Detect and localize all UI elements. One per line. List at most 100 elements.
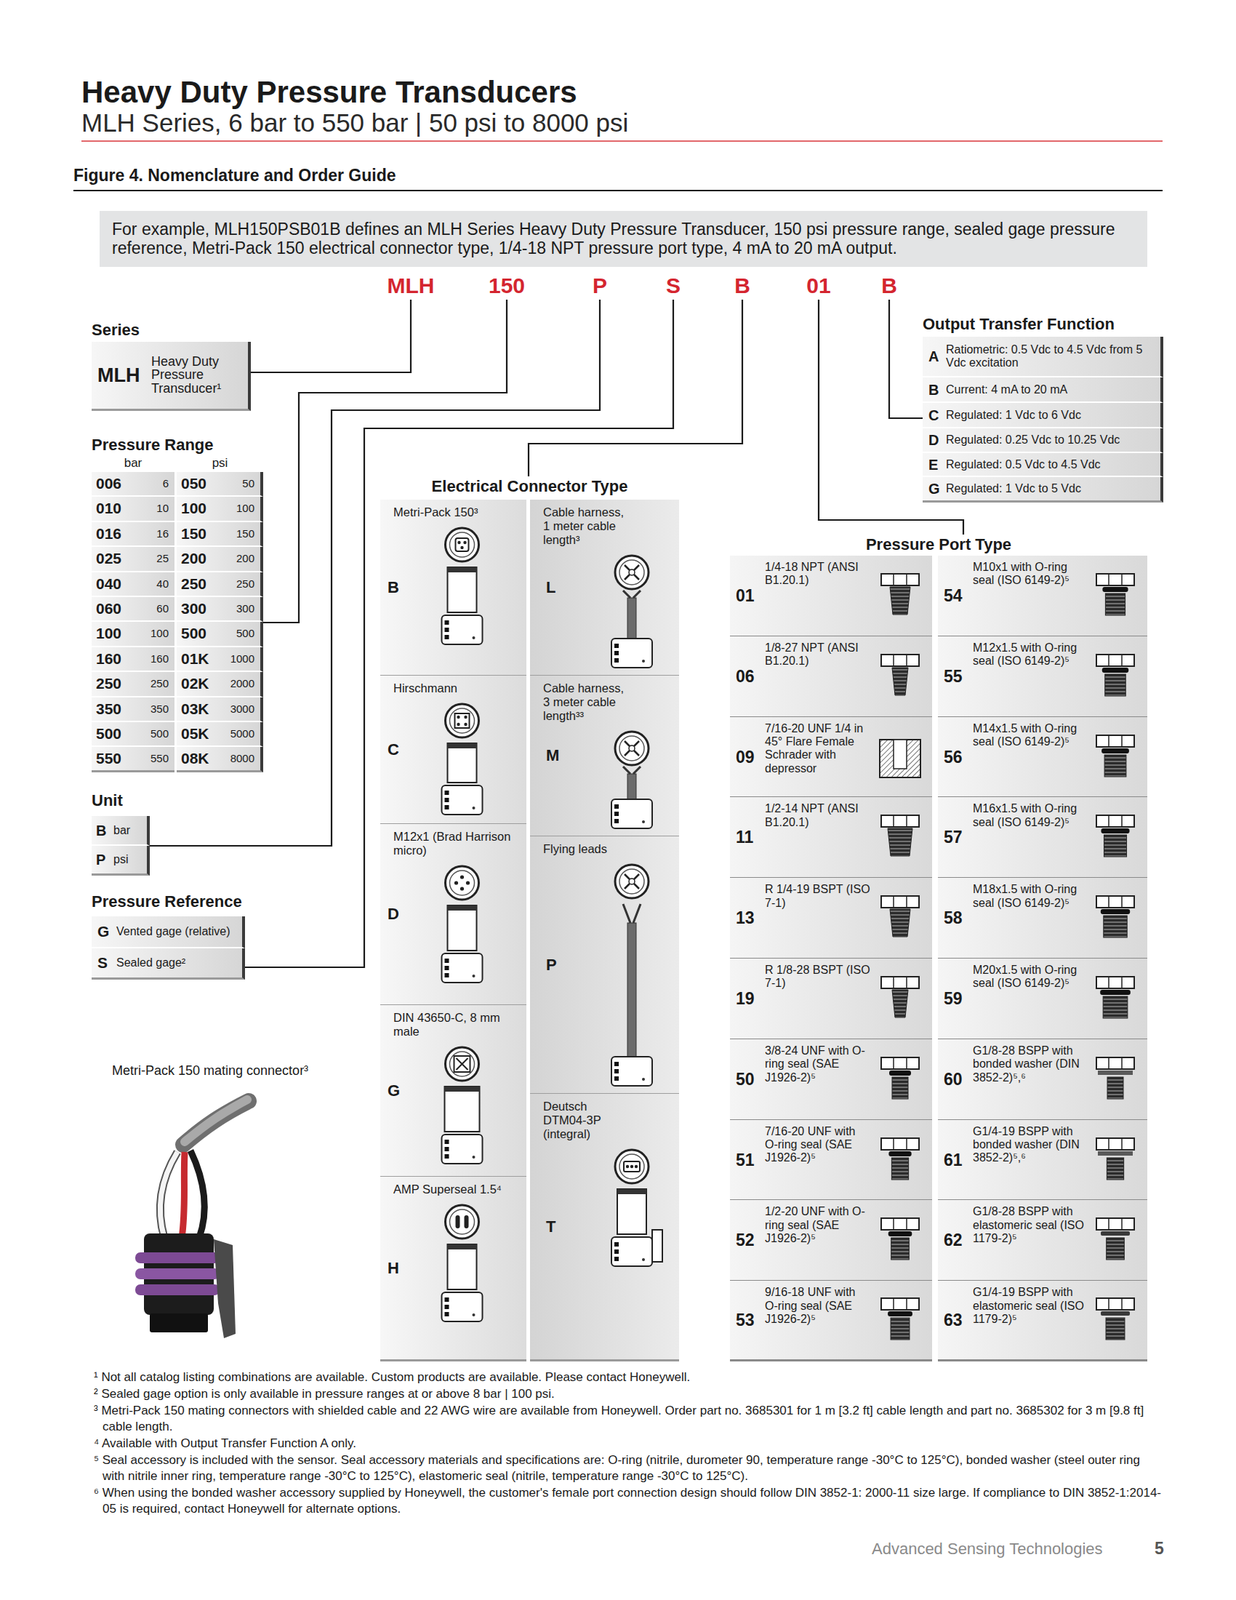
port-option-cell: 111/2-14 NPT (ANSI B1.20.1) (729, 796, 933, 878)
base-mark (444, 790, 450, 795)
option-code: 54 (943, 585, 963, 606)
range-value: 100 (236, 500, 255, 516)
bonded-washer (1097, 1150, 1133, 1156)
option-code: 51 (735, 1149, 755, 1170)
base-mark (614, 1068, 619, 1074)
straight-thread (1103, 915, 1127, 938)
range-code: 01K (181, 649, 210, 669)
range-code: 040 (95, 574, 122, 594)
option-code: 63 (943, 1309, 963, 1330)
range-value: 550 (150, 751, 169, 766)
option-description: M14x1.5 with O-ring seal (ISO 6149-2)⁵ (972, 721, 1087, 749)
option-description: 1/2-14 NPT (ANSI B1.20.1) (764, 801, 872, 829)
section-panel: SeriesMLHHeavy Duty Pressure Transducer¹ (91, 319, 251, 411)
pin (456, 722, 460, 726)
pin-housing (455, 713, 470, 728)
code-segment-text: MLH (378, 271, 444, 300)
connector-face (445, 703, 480, 738)
hex-flat (1108, 1297, 1122, 1310)
connector-base (611, 1056, 653, 1086)
option-description: G1/4-19 BSPP with elastomeric seal (ISO … (972, 1285, 1087, 1326)
base-mark (444, 972, 450, 978)
range-value: 50 (242, 476, 255, 491)
range-cell: 500500 (91, 721, 175, 747)
range-code: 550 (95, 748, 122, 768)
hex-flat (893, 1217, 907, 1230)
base-mark (444, 965, 450, 970)
hex-flat (1108, 1137, 1122, 1150)
range-value: 500 (236, 625, 255, 641)
base-dot (472, 974, 476, 978)
option-code: 59 (943, 988, 963, 1009)
range-value: 500 (150, 726, 169, 741)
hex-nut (1096, 654, 1135, 666)
white-wire-outline (159, 1151, 178, 1238)
connector-base (442, 1291, 483, 1322)
range-value: 300 (236, 601, 255, 616)
straight-thread (1106, 1237, 1125, 1260)
base-mark (444, 627, 450, 632)
hex-nut (881, 573, 920, 586)
side-clip (652, 1229, 663, 1262)
option-description: psi (113, 852, 128, 867)
pin (634, 1164, 638, 1168)
port-option-cell: 58M18x1.5 with O-ring seal (ISO 6149-2)⁵ (937, 877, 1148, 959)
port-option-cell: 60G1/8-28 BSPP with bonded washer (DIN 3… (937, 1038, 1148, 1120)
connector-face-ring (619, 735, 645, 761)
connector-face-ring (450, 1209, 475, 1234)
option-code: 52 (735, 1229, 755, 1250)
option-description: M18x1.5 with O-ring seal (ISO 6149-2)⁵ (972, 882, 1087, 910)
connector-option-cell: MCable harness, 3 meter cable length³³ (530, 675, 680, 837)
hex-flat (893, 1137, 907, 1150)
tapered-thread (887, 828, 913, 856)
option-code: C (928, 405, 939, 425)
hex-flat (1108, 815, 1122, 827)
pin (460, 886, 464, 890)
option-description: Vented gage (relative) (116, 924, 238, 938)
connector-housing (447, 905, 477, 951)
housing-band (447, 1243, 477, 1250)
range-value: 10 (156, 500, 169, 516)
code-segment-text: S (640, 271, 706, 300)
port-option-cell: 517/16-20 UNF with O-ring seal (SAE J192… (729, 1119, 933, 1201)
option-code: 50 (735, 1068, 755, 1090)
code-segment-text: B (709, 271, 776, 300)
range-value: 200 (236, 551, 255, 566)
option-description: M20x1.5 with O-ring seal (ISO 6149-2)⁵ (972, 963, 1087, 991)
o-ring (887, 1310, 913, 1316)
icon-layer (380, 499, 527, 675)
range-code: 060 (95, 599, 122, 618)
range-cell: 200200 (176, 546, 264, 572)
option-code: 19 (735, 988, 755, 1009)
connector-housing (447, 567, 477, 613)
connector-base (442, 953, 483, 983)
port-option-cell: 57M16x1.5 with O-ring seal (ISO 6149-2)⁵ (937, 796, 1148, 878)
pin (454, 880, 459, 885)
cable-end-cross (624, 564, 640, 580)
tapered-thread (892, 989, 909, 1018)
option-description: DIN 43650-C, 8 mm male (393, 1010, 520, 1039)
option-description: M10x1 with O-ring seal (ISO 6149-2)⁵ (972, 560, 1087, 588)
base-mark (614, 1061, 619, 1066)
base-mark (614, 1249, 619, 1254)
option-description: G1/4-19 BSPP with bonded washer (DIN 385… (972, 1124, 1087, 1165)
range-value: 3000 (230, 701, 255, 717)
connector-housing (444, 1086, 480, 1132)
o-ring (1102, 586, 1128, 592)
connector-line (528, 299, 743, 477)
pin (460, 546, 464, 549)
pin (466, 880, 470, 885)
connector-housing (447, 1243, 477, 1290)
connector-face (615, 1149, 649, 1183)
flare-bore (893, 739, 907, 769)
pin-housing (454, 1055, 471, 1072)
subtitle: MLH Series, 6 bar to 550 bar | 50 psi to… (81, 109, 629, 138)
range-code: 016 (95, 524, 122, 544)
range-cell: 100100 (91, 621, 175, 647)
section-panel: UnitBbarPpsi (91, 790, 150, 876)
option-description: Regulated: 1 Vdc to 5 Vdc (945, 482, 1157, 496)
option-code: 09 (735, 746, 755, 768)
hex-flat (893, 895, 907, 908)
connector-face-ring (450, 870, 475, 896)
range-value: 250 (150, 676, 169, 691)
